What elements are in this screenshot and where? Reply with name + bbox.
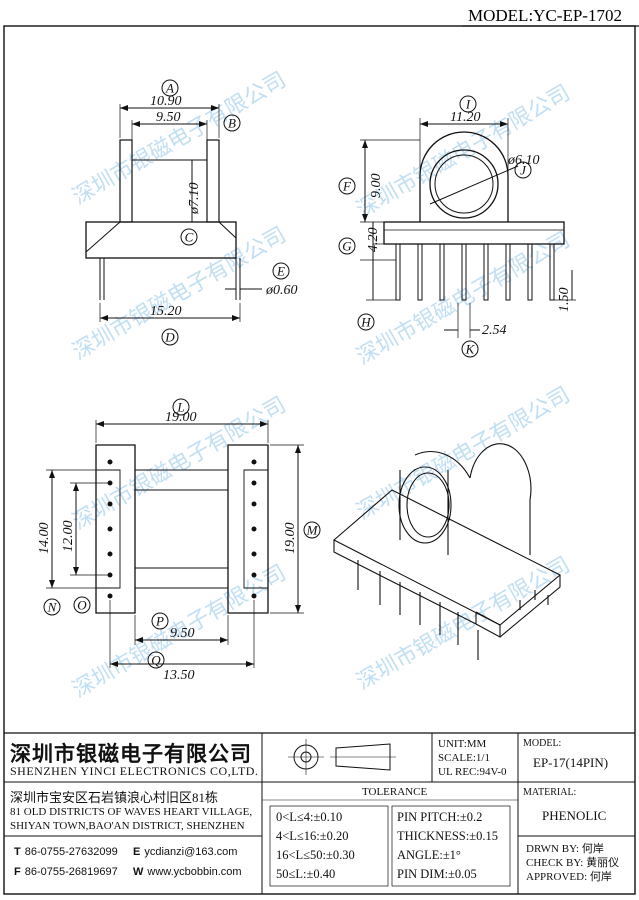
dim-e: ø0.60 (265, 283, 298, 298)
svg-text:A: A (165, 81, 174, 96)
label-o: O (73, 596, 91, 614)
tolerance-item: 16<L≤50:±0.30 (276, 848, 355, 862)
label-d: D (161, 328, 179, 346)
scale: SCALE:1/1 (438, 752, 490, 764)
company-name-en: SHENZHEN YINCI ELECTRONICS CO,LTD. (10, 764, 259, 778)
dim-a: 10.90 (150, 94, 182, 109)
dim-12: 12.00 (61, 521, 76, 553)
svg-text:O: O (77, 598, 87, 613)
model-label: MODEL: (523, 738, 562, 749)
label-b: B (223, 114, 241, 132)
side-view (360, 118, 576, 338)
dimension-labels: 10.90 9.50 ø7.10 15.20 ø0.60 11.20 ø6.10… (37, 94, 572, 683)
label-c: C (180, 228, 198, 246)
frame-border (3, 25, 636, 895)
dim-f: 9.00 (369, 174, 384, 199)
svg-text:P: P (155, 614, 164, 629)
label-n: N (43, 598, 61, 616)
label-f: F (338, 177, 356, 195)
label-m: M (303, 521, 321, 539)
unit: UNIT:MM (438, 738, 487, 750)
label-h: H (357, 313, 375, 331)
label-q: Q (147, 651, 165, 669)
watermark: 深圳市银磁电子有限公司 (353, 553, 575, 696)
address-en-1: 81 OLD DISTRICTS OF WAVES HEART VILLAGE, (10, 806, 253, 818)
drawn-by: DRWN BY: 何岸 (526, 843, 604, 855)
svg-text:C: C (185, 230, 194, 245)
watermark: 深圳市银磁电子有限公司 (353, 383, 575, 526)
dim-q: 13.50 (163, 668, 195, 683)
dim-d: 15.20 (150, 304, 182, 319)
approved-by: APPROVED: 何岸 (526, 871, 612, 883)
address-en-2: SHIYAN TOWN,BAO'AN DISTRICT, SHENZHEN (10, 820, 245, 832)
tolerance-title: TOLERANCE (362, 786, 428, 798)
svg-text:G: G (342, 239, 352, 254)
spec-item: PIN DIM:±0.05 (397, 867, 477, 881)
dim-c-diameter: ø7.10 (187, 183, 202, 216)
material-value: PHENOLIC (542, 808, 607, 823)
spec-item: THICKNESS:±0.15 (397, 829, 498, 843)
front-view (85, 104, 262, 322)
dim-14: 14.00 (37, 523, 52, 555)
label-i: I (459, 95, 477, 113)
svg-text:M: M (306, 523, 319, 538)
tolerance-item: 4<L≤16:±0.20 (276, 829, 349, 843)
dim-p: 9.50 (170, 626, 195, 641)
ul-rec: UL REC:94V-0 (438, 766, 507, 778)
model-value: EP-17(14PIN) (533, 755, 609, 770)
svg-text:F: F (342, 179, 352, 194)
checked-by: CHECK BY: 黄丽仪 (526, 857, 620, 869)
tolerance-list: 0<L≤4:±0.10 4<L≤16:±0.20 16<L≤50:±0.30 5… (276, 808, 355, 884)
svg-text:N: N (47, 600, 58, 615)
isometric-view (333, 443, 561, 660)
address-cn: 深圳市宝安区石岩镇浪心村旧区81栋 (10, 790, 219, 805)
watermark: 深圳市银磁电子有限公司 (69, 223, 291, 366)
tolerance-item: 0<L≤4:±0.10 (276, 810, 343, 824)
material-label: MATERIAL: (523, 787, 577, 798)
company-name-cn: 深圳市银磁电子有限公司 (10, 742, 252, 766)
dim-k: 2.54 (482, 323, 507, 338)
svg-text:D: D (164, 330, 175, 345)
dim-l: 19.00 (165, 410, 197, 425)
svg-text:I: I (465, 97, 471, 112)
label-e: E (272, 262, 290, 280)
dim-pin-length: 1.50 (557, 288, 572, 313)
circled-labels: A B C D E F G H I J K L M N O P Q (43, 79, 532, 669)
spec-list: PIN PITCH:±0.2 THICKNESS:±0.15 ANGLE:±1°… (397, 808, 498, 884)
label-k: K (461, 340, 479, 358)
svg-text:L: L (176, 400, 184, 415)
svg-text:E: E (276, 264, 285, 279)
bottom-view (46, 420, 304, 668)
label-j: J (514, 161, 532, 179)
watermark: 深圳市银磁电子有限公司 (69, 68, 291, 211)
svg-text:B: B (228, 116, 236, 131)
watermark-layer: 深圳市银磁电子有限公司 深圳市银磁电子有限公司 深圳市银磁电子有限公司 深圳市银… (69, 68, 575, 704)
dim-g: 4.20 (366, 228, 381, 253)
spec-item: PIN PITCH:±0.2 (397, 810, 483, 824)
dim-i: 11.20 (450, 110, 480, 125)
svg-text:K: K (465, 342, 476, 357)
dim-j: ø6.10 (507, 153, 540, 168)
label-a: A (161, 79, 179, 97)
svg-text:J: J (520, 163, 527, 178)
watermark: 深圳市银磁电子有限公司 (353, 228, 575, 371)
label-g: G (338, 237, 356, 255)
label-p: P (151, 612, 169, 630)
label-l: L (172, 398, 190, 416)
title-block-frame (4, 732, 635, 894)
watermark: 深圳市银磁电子有限公司 (353, 81, 575, 224)
svg-text:Q: Q (151, 653, 161, 668)
svg-text:H: H (360, 315, 371, 330)
model-header: MODEL:YC-EP-1702 (468, 6, 622, 25)
spec-item: ANGLE:±1° (397, 848, 461, 862)
tolerance-item: 50≤L:±0.40 (276, 867, 336, 881)
dim-m: 19.00 (283, 523, 298, 555)
dim-b: 9.50 (156, 110, 181, 125)
